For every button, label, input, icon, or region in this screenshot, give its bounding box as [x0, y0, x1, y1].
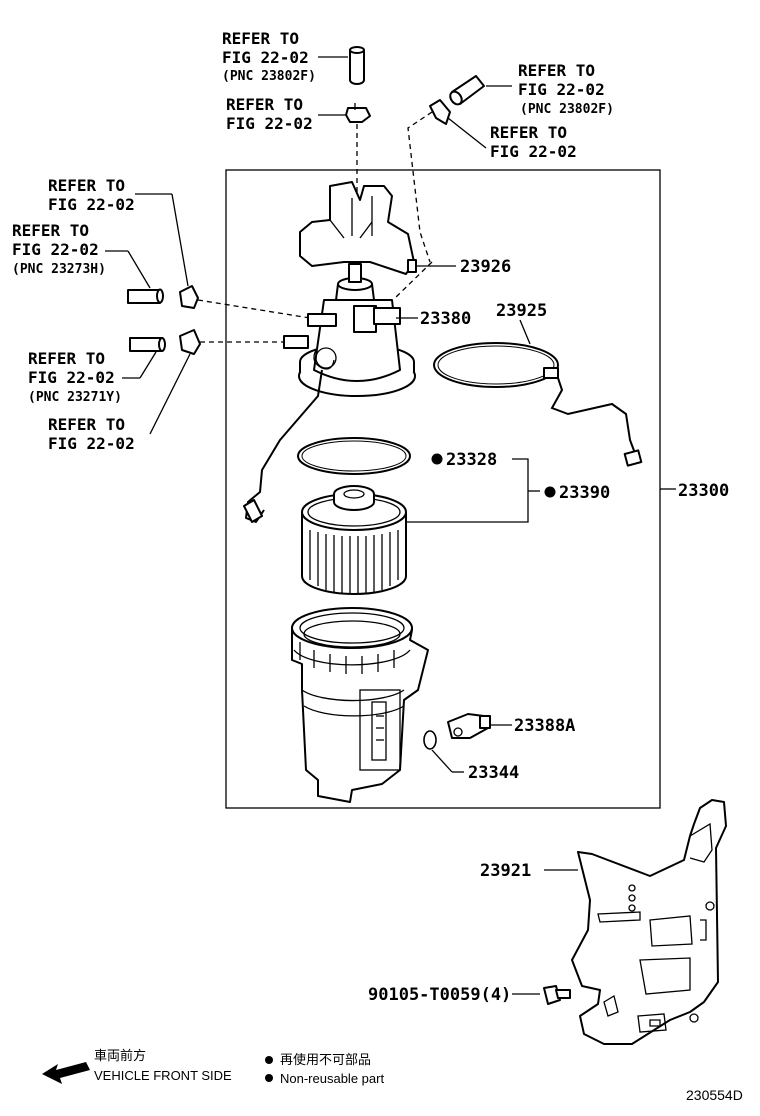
refer-label-right-clip: REFER TO FIG 22-02: [490, 123, 577, 161]
svg-text:FIG 22-02: FIG 22-02: [48, 195, 135, 214]
svg-text:REFER TO: REFER TO: [518, 61, 595, 80]
part-number-23380: 23380: [420, 309, 471, 329]
legend-non-reusable: 再使用不可部品 Non-reusable part: [265, 1052, 384, 1086]
leader-ref-left-hose-upper: [127, 250, 151, 289]
non-reusable-dot-23390: [544, 486, 556, 498]
leader-ref-left-hose-lower: [139, 351, 157, 379]
part-number-23344: 23344: [468, 763, 519, 783]
refer-label-left-hose-lower: REFER TO FIG 22-02 (PNC 23271Y): [28, 349, 122, 405]
svg-text:FIG 22-02: FIG 22-02: [222, 48, 309, 67]
leader-ref-right-clip: [447, 117, 487, 149]
part-number-23300: 23300: [678, 481, 729, 501]
clip-left-upper: [179, 285, 199, 309]
sensor-wire-head: [245, 369, 323, 523]
refer-label-top-middle: REFER TO FIG 22-02: [226, 95, 313, 133]
svg-text:REFER TO: REFER TO: [28, 349, 105, 368]
refer-label-left-upper: REFER TO FIG 22-02: [48, 176, 135, 214]
svg-text:FIG 22-02: FIG 22-02: [48, 434, 135, 453]
o-ring-23344: [423, 730, 437, 750]
sensor-23925: [433, 342, 643, 467]
legend-front-en: VEHICLE FRONT SIDE: [94, 1068, 232, 1083]
hose-left-upper: [127, 288, 164, 304]
refer-label-top-right: REFER TO FIG 22-02 (PNC 23802F): [518, 61, 614, 117]
part-number-23388A: 23388A: [514, 716, 575, 736]
svg-text:FIG 22-02: FIG 22-02: [490, 142, 577, 161]
diagram-code: 230554D: [686, 1087, 743, 1103]
hose-top-right: [449, 75, 485, 106]
non-reusable-dot-23328: [431, 453, 443, 465]
part-number-23390: 23390: [559, 483, 610, 503]
legend-front-side: 車両前方 VEHICLE FRONT SIDE: [42, 1048, 232, 1084]
part-number-23328: 23328: [446, 450, 497, 470]
svg-text:REFER TO: REFER TO: [222, 29, 299, 48]
refer-label-left-hose-upper: REFER TO FIG 22-02 (PNC 23273H): [12, 221, 106, 277]
legend-nonreusable-jp: 再使用不可部品: [280, 1052, 371, 1067]
filter-head-23380: [283, 263, 416, 397]
svg-text:(PNC 23802F): (PNC 23802F): [222, 69, 316, 84]
svg-text:FIG 22-02: FIG 22-02: [518, 80, 605, 99]
o-ring-23328: [297, 437, 411, 475]
bracket-23921: [571, 799, 727, 1045]
part-number-90105: 90105-T0059(4): [368, 985, 511, 1005]
svg-text:REFER TO: REFER TO: [48, 176, 125, 195]
clip-left-lower: [179, 329, 201, 355]
svg-text:(PNC 23271Y): (PNC 23271Y): [28, 390, 122, 405]
legend-front-jp: 車両前方: [94, 1048, 146, 1063]
part-number-23921: 23921: [480, 861, 531, 881]
svg-text:REFER TO: REFER TO: [12, 221, 89, 240]
legend-nonreusable-en: Non-reusable part: [280, 1071, 384, 1086]
svg-text:REFER TO: REFER TO: [490, 123, 567, 142]
part-number-23926: 23926: [460, 257, 511, 277]
hose-left-lower: [129, 337, 166, 352]
bolt-90105: [543, 985, 571, 1005]
drain-plug-23388A: [447, 713, 491, 739]
bullet-icon: [265, 1074, 273, 1082]
hose-top-vertical: [349, 46, 365, 85]
svg-text:FIG 22-02: FIG 22-02: [12, 240, 99, 259]
filter-element-23390: [301, 485, 407, 595]
front-arrow-icon: [42, 1062, 90, 1084]
filter-case: [291, 607, 429, 803]
part-number-23925: 23925: [496, 301, 547, 321]
svg-text:(PNC 23273H): (PNC 23273H): [12, 262, 106, 277]
leader-ref-left-upper: [171, 193, 189, 287]
svg-text:(PNC 23802F): (PNC 23802F): [520, 102, 614, 117]
leader-23925: [519, 319, 531, 345]
refer-label-top-left: REFER TO FIG 22-02 (PNC 23802F): [222, 29, 316, 84]
clamp-top-middle: [345, 103, 371, 123]
clip-top-right: [429, 99, 451, 125]
svg-text:FIG 22-02: FIG 22-02: [28, 368, 115, 387]
flow-line-right: [407, 111, 433, 263]
svg-text:FIG 22-02: FIG 22-02: [226, 114, 313, 133]
svg-text:REFER TO: REFER TO: [48, 415, 125, 434]
bullet-icon: [265, 1056, 273, 1064]
svg-text:REFER TO: REFER TO: [226, 95, 303, 114]
filter-cover-23926: [299, 181, 417, 275]
flow-line-left-upper: [197, 299, 311, 319]
refer-label-left-lower: REFER TO FIG 22-02: [48, 415, 135, 453]
leader-ref-left-lower: [149, 353, 191, 435]
